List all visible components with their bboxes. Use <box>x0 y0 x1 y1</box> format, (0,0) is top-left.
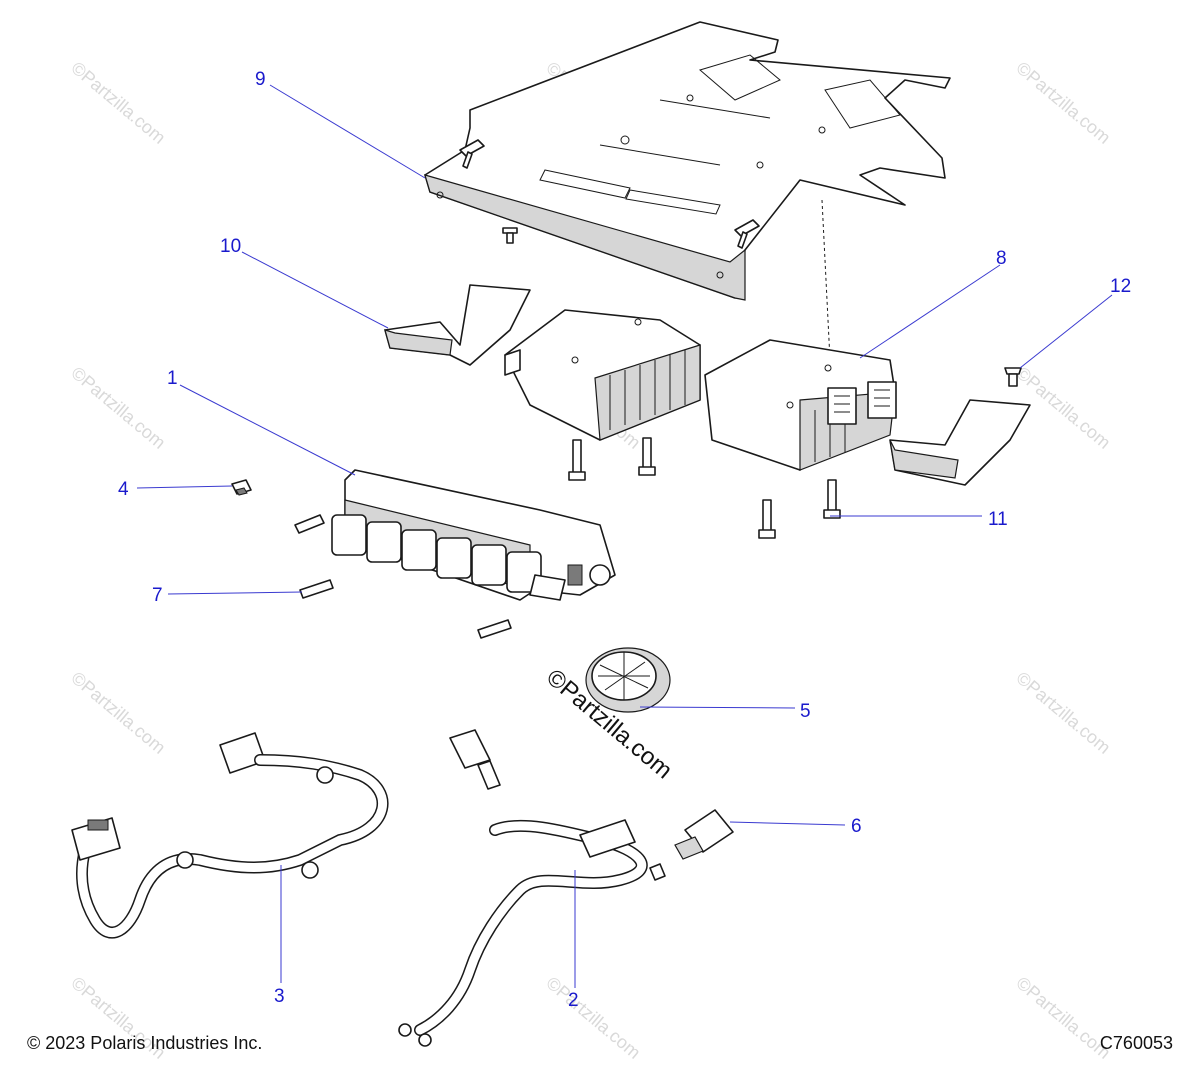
callout-1: 1 <box>167 368 178 389</box>
part-4-fuse <box>231 479 252 496</box>
callout-9: 9 <box>255 69 266 90</box>
part-6-connector <box>674 809 734 860</box>
callout-6: 6 <box>851 816 862 837</box>
callout-3: 3 <box>274 986 285 1007</box>
part-3-harness <box>71 732 389 939</box>
callout-7: 7 <box>152 585 163 606</box>
callout-12: 12 <box>1110 276 1131 297</box>
part-10-left-shield <box>384 284 531 366</box>
watermark: ©Partzilla.com <box>67 363 169 453</box>
diagram-code: C760053 <box>1099 1033 1173 1053</box>
leader-1 <box>179 384 356 476</box>
leader-12 <box>1019 294 1113 369</box>
alignment-dashed-line <box>821 199 831 361</box>
leader-8 <box>859 264 1001 359</box>
callout-10: 10 <box>220 236 241 257</box>
leader-7 <box>167 591 303 595</box>
watermark: ©Partzilla.com <box>67 668 169 758</box>
part-1-fuse-box <box>294 469 616 639</box>
callout-5: 5 <box>800 701 811 722</box>
leader-4 <box>136 485 233 489</box>
watermark: ©Partzilla.com <box>542 973 644 1063</box>
copyright-text: © 2023 Polaris Industries Inc. <box>27 1033 263 1053</box>
part-8-control-module <box>704 339 897 471</box>
leader-6 <box>729 821 846 826</box>
left-control-module <box>504 309 701 481</box>
part-9-mounting-bracket <box>424 21 951 301</box>
part-11-bolts <box>758 479 841 539</box>
callout-8: 8 <box>996 248 1007 269</box>
callout-numbers: 9 10 8 12 1 4 11 7 5 6 3 2 <box>118 69 1131 1011</box>
leader-5 <box>639 706 796 709</box>
callout-4: 4 <box>118 479 129 500</box>
callout-2: 2 <box>568 990 579 1011</box>
leader-9 <box>269 84 426 179</box>
part-2-harness <box>398 729 666 1047</box>
callout-11: 11 <box>988 509 1008 530</box>
watermark: ©Partzilla.com <box>1012 58 1114 148</box>
leader-10 <box>241 251 389 329</box>
part-5-grommet <box>585 647 671 713</box>
leader-lines <box>136 84 1113 988</box>
watermark: ©Partzilla.com <box>67 58 169 148</box>
relay-sockets <box>331 514 542 593</box>
part-12-right-shield <box>889 367 1031 486</box>
watermark: ©Partzilla.com <box>1012 668 1114 758</box>
